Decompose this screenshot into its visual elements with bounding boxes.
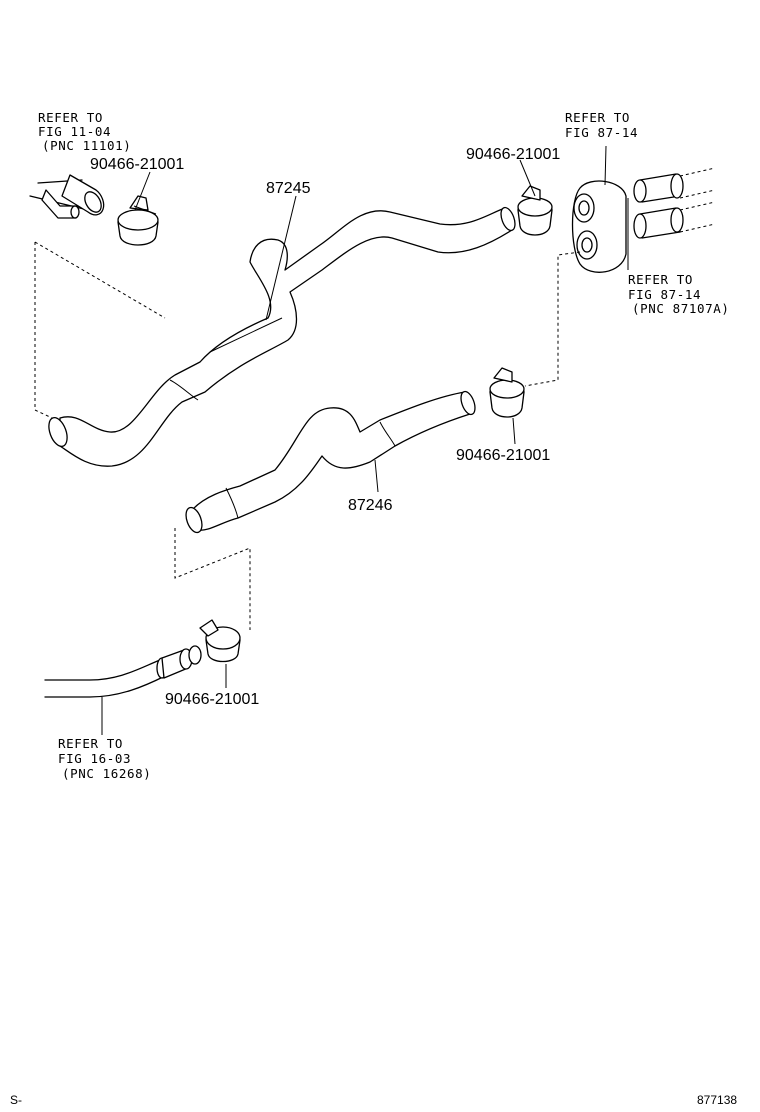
bottom-clamp: [199, 619, 241, 663]
ref-fig-87-14b-pnc: (PNC 87107A): [632, 301, 730, 316]
footer-left-code: S-: [10, 1093, 22, 1107]
leader-dashed-lower: [174, 528, 251, 630]
ref-fig-16-03-line1: REFER TO: [58, 736, 123, 751]
illustration-number: 877138: [697, 1093, 737, 1107]
top-left-clamp: [117, 195, 159, 246]
part-number-87245: 87245: [266, 180, 311, 197]
heater-pipes: [633, 167, 716, 239]
water-pipe-bottom: [44, 645, 202, 698]
part-number-top-right-clamp: 90466-21001: [466, 146, 560, 163]
part-number-bottom-clamp: 90466-21001: [165, 691, 259, 708]
lower-hose-87246: [185, 390, 476, 534]
leader-lines: [101, 145, 629, 735]
leader-dashed-right: [524, 251, 581, 387]
top-right-clamp: [517, 185, 553, 236]
ref-fig-87-14b-line1: REFER TO: [628, 272, 693, 287]
part-number-top-left-clamp: 90466-21001: [90, 156, 184, 173]
ref-fig-87-14-line2: FIG 87-14: [565, 125, 638, 140]
upper-hose-87245: [48, 206, 516, 467]
ref-fig-11-04-line1: REFER TO: [38, 110, 103, 125]
ref-fig-87-14b-line2: FIG 87-14: [628, 287, 701, 302]
ref-fig-11-04-pnc: (PNC 11101): [42, 138, 131, 153]
leader-dashed-left: [34, 241, 166, 419]
heater-core-grommet: [571, 180, 627, 273]
part-number-87246: 87246: [348, 497, 393, 514]
ref-fig-16-03-line2: FIG 16-03: [58, 751, 131, 766]
engine-outlet-pipe: [29, 174, 105, 219]
ref-fig-11-04-line2: FIG 11-04: [38, 124, 111, 139]
ref-fig-87-14-line1: REFER TO: [565, 110, 630, 125]
ref-fig-16-03-pnc: (PNC 16268): [62, 766, 151, 781]
part-number-mid-right-clamp: 90466-21001: [456, 447, 550, 464]
mid-right-clamp: [489, 367, 525, 418]
